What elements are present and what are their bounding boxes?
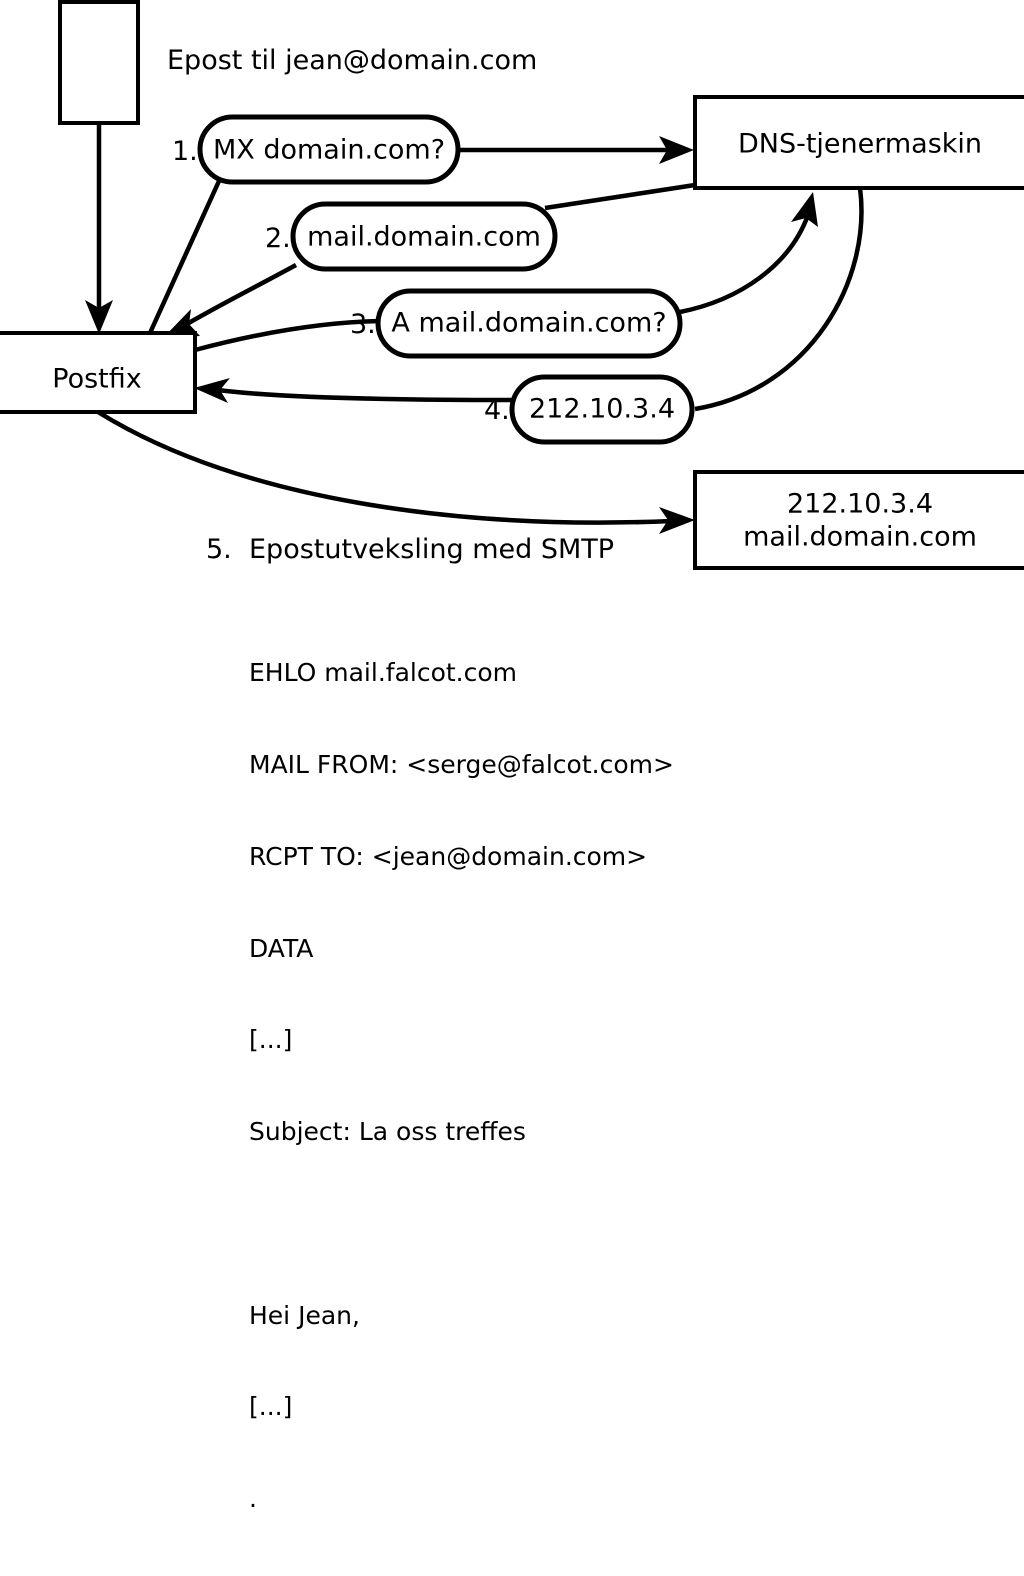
connector-client-to-postfix [85,123,113,334]
connector-step2-to-postfix [163,263,298,338]
smtp-line: Subject: La oss treffes [249,1117,526,1147]
smtp-line: [...] [249,1025,293,1055]
page-title: Epost til jean@domain.com [167,45,537,76]
step-5-number: 5. [206,534,232,565]
mail-server-ip-label: 212.10.3.4 [787,489,933,520]
connector-step3-to-dns [679,192,818,315]
smtp-line: MAIL FROM: <serge@falcot.com> [249,749,674,779]
dns-server-box: DNS-tjenermaskin [693,95,1024,190]
client-box [58,0,140,125]
smtp-line: [...] [249,1392,293,1422]
step-1-label: MX domain.com? [213,135,445,166]
step-2-number: 2. [265,223,291,254]
step-1-bubble: 1. MX domain.com? [172,114,461,185]
smtp-line: RCPT TO: <jean@domain.com> [249,841,648,871]
email-routing-diagram: Postfix DNS-tjenermaskin 212.10.3.4 mail… [0,0,1024,1513]
step-5-label: Epostutveksling med SMTP [249,534,614,565]
step-4-number: 4. [484,395,510,426]
postfix-label: Postfix [52,364,141,395]
smtp-transcript: EHLO mail.falcot.com MAIL FROM: <serge@f… [249,597,674,1576]
connector-postfix-to-step1 [147,180,222,334]
mail-server-host-label: mail.domain.com [743,522,977,553]
connector-step4-to-postfix [194,378,513,403]
step-3-bubble: 3. A mail.domain.com? [350,288,683,359]
smtp-line: EHLO mail.falcot.com [249,658,518,688]
mail-server-box: 212.10.3.4 mail.domain.com [693,470,1024,570]
step-2-bubble: 2. mail.domain.com [265,201,558,272]
step-4-label: 212.10.3.4 [529,394,675,425]
step-3-label: A mail.domain.com? [391,308,666,339]
step-3-number: 3. [350,309,376,340]
smtp-line-blank [249,1209,674,1240]
connector-dns-to-step2 [544,182,696,211]
postfix-box: Postfix [0,331,197,414]
smtp-line: . [249,1484,257,1514]
diagram-canvas: Postfix DNS-tjenermaskin 212.10.3.4 mail… [0,0,1024,570]
connector-postfix-to-mailserver [96,410,695,534]
dns-server-label: DNS-tjenermaskin [738,129,982,160]
connector-step1-to-dns [458,136,694,164]
step-2-label: mail.domain.com [307,222,541,253]
connector-dns-to-step4 [694,187,864,412]
step-1-number: 1. [172,136,198,167]
smtp-line: Hei Jean, [249,1300,360,1330]
connector-postfix-to-step3 [194,318,381,353]
step-4-bubble: 4. 212.10.3.4 [484,374,695,445]
smtp-line: DATA [249,933,314,963]
